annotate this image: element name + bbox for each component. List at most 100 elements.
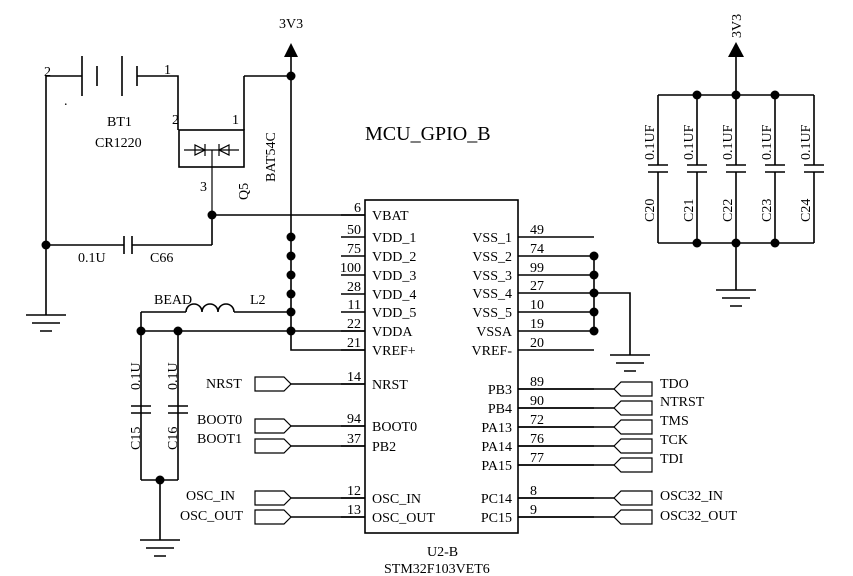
capacitor-c15: 0.1U C15 [129,362,151,450]
chip-pin-number: 90 [530,394,544,409]
port-tms-label: TMS [660,414,689,429]
diode-ref: Q5 [237,183,252,200]
chip-pin-name: VREF+ [372,344,416,359]
cap-ground-wire [141,479,178,540]
chip-pin-name: VREF- [472,344,513,359]
junction-dot [286,251,296,261]
chip-pin-number: 12 [347,484,361,499]
ground-symbol [26,245,66,332]
port-osc32-in: OSC32_IN [518,489,723,506]
decoupling-cap-ref: C20 [643,199,658,222]
diode-value: BAT54C [264,132,279,182]
chip-pin-number: 19 [530,317,544,332]
chip-pin-number: 50 [347,223,361,238]
junction-dot [286,326,296,336]
port-tdo-label: TDO [660,377,689,392]
port-osc32-out-label: OSC32_OUT [660,509,737,524]
chip-left-pins: 6VBAT50VDD_175VDD_2100VDD_328VDD_411VDD_… [340,201,435,526]
chip-pin-name: VDD_2 [372,250,416,265]
chip-pin-name: NRST [372,378,408,393]
chip-pin-number: 99 [530,261,544,276]
diode-pin-3: 3 [200,180,207,195]
decoupling-capacitor: 0.1UF C20 [643,95,668,243]
chip-pin-name: VBAT [372,209,409,224]
junction-dot [41,240,51,250]
port-osc-in-label: OSC_IN [186,489,235,504]
bead-label: BEAD [154,293,192,308]
port-osc32-in-label: OSC32_IN [660,489,723,504]
chip-pin-number: 28 [347,280,361,295]
port-osc-in: OSC_IN [186,489,365,506]
decoupling-bottom-rail [658,242,814,290]
port-tms: TMS [518,414,689,435]
decoupling-cap-ref: C23 [760,199,775,222]
c16-ref: C16 [166,427,181,450]
decoupling-cap-value: 0.1UF [682,124,697,160]
port-tck: TCK [518,433,688,454]
junction-dot [589,251,599,261]
c66-ref: C66 [150,251,173,266]
decoupling-net-label: 3V3 [730,14,745,38]
port-tck-label: TCK [660,433,688,448]
ground-symbol [140,539,180,557]
battery-value: CR1220 [95,136,142,151]
chip-pin-name: PA14 [481,440,512,455]
battery-pin-2: 2 [44,65,51,80]
junction-dot [692,90,702,100]
c66-value: 0.1U [78,251,106,266]
junction-dot [173,326,183,336]
decoupling-cap-ref: C22 [721,199,736,222]
junction-dot [589,307,599,317]
battery-bt1: 2 1 BT1 CR1220 [44,56,179,151]
junction-dot [770,90,780,100]
junction-dot [136,326,146,336]
chip-pin-number: 27 [530,279,544,294]
port-tdi-label: TDI [660,452,684,467]
junction-dot [286,270,296,280]
chip-pin-number: 6 [354,201,361,216]
chip-pin-name: VDD_1 [372,231,416,246]
port-osc-out: OSC_OUT [180,509,365,525]
decoupling-cap-value: 0.1UF [760,124,775,160]
chip-pin-number: 9 [530,503,537,518]
junction-dot [286,232,296,242]
power-symbol-3v3: 3V3 [728,14,745,57]
decoupling-top-rail [658,57,814,96]
chip-pin-number: 72 [530,413,544,428]
chip-pin-name: VDDA [372,325,413,340]
c16-value: 0.1U [166,362,181,390]
junction-dot [692,238,702,248]
junction-dot [589,326,599,336]
chip-pin-name: VDD_5 [372,306,416,321]
decoupling-cap-ref: C21 [682,199,697,222]
port-ntrst: NTRST [518,395,705,416]
port-boot1: BOOT1 [197,432,365,454]
port-tdi: TDI [518,452,684,473]
port-osc-out-label: OSC_OUT [180,509,243,524]
chip-pin-number: 77 [530,451,544,466]
chip-pin-number: 76 [530,432,544,447]
chip-pin-name: PA15 [481,459,512,474]
junction-dot [589,270,599,280]
battery-ref: BT1 [107,115,132,130]
battery-pin-1: 1 [164,63,171,78]
chip-pin-number: 89 [530,375,544,390]
chip-body [364,199,519,534]
c15-ref: C15 [129,427,144,450]
port-ntrst-label: NTRST [660,395,705,410]
chip-pin-name: VSS_5 [472,306,512,321]
diode-q5: 2 1 3 Q5 BAT54C [172,75,291,215]
chip-pin-number: 14 [347,370,361,385]
chip-pin-number: 13 [347,503,361,518]
port-nrst-label: NRST [206,377,242,392]
decoupling-cap-value: 0.1UF [721,124,736,160]
junction-dot [286,289,296,299]
chip-pin-name: VDD_3 [372,269,416,284]
decoupling-cap-value: 0.1UF [643,124,658,160]
port-boot0: BOOT0 [197,413,365,434]
c15-value: 0.1U [129,362,144,390]
chip-pin-name: BOOT0 [372,420,417,435]
chip-right-pins: 49VSS_174VSS_299VSS_327VSS_410VSS_519VSS… [472,223,594,526]
